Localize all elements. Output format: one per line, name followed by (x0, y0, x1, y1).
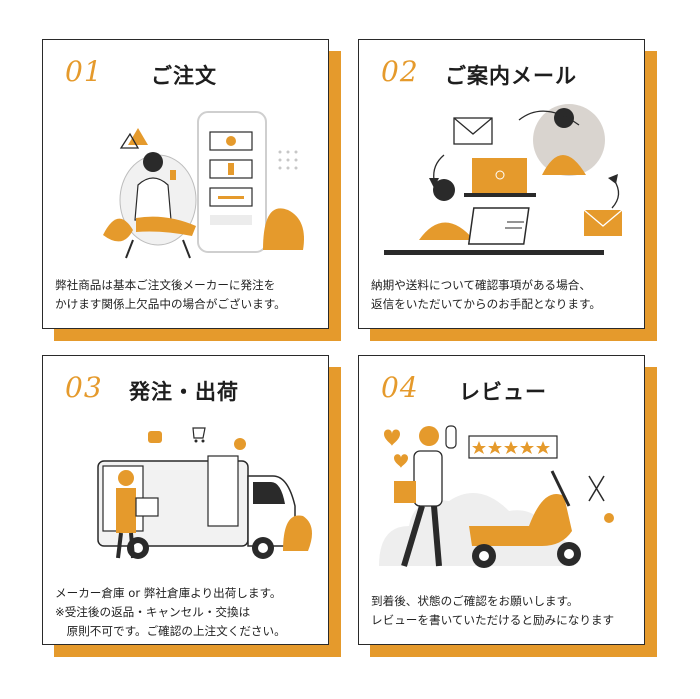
person-ordering-on-phone-icon (103, 111, 304, 259)
courier-scooter-review-icon (379, 425, 614, 568)
step-card-order: 01 ご注文 弊社商品は基本ご注文後メーカーに発注を かけます関係上 (42, 39, 329, 329)
delivery-van-icon (97, 427, 312, 559)
step-description: 納期や送料について確認事項がある場合、 返信をいただいてからのお手配となります。 (371, 278, 602, 311)
email-exchange-icon (384, 104, 623, 255)
step-description: 弊社商品は基本ご注文後メーカーに発注を かけます関係上欠品中の場合がございます。 (55, 278, 286, 311)
step-title: ご案内メール (445, 64, 577, 88)
step-number: 03 (65, 371, 103, 404)
step-description: メーカー倉庫 or 弊社倉庫より出荷します。 ※受注後の返品・キャンセル・交換は… (55, 586, 286, 638)
step-number: 01 (65, 55, 103, 88)
step-title: レビュー (459, 380, 547, 404)
step-title: ご注文 (151, 64, 217, 88)
step-card-review: 04 レビュー 到着後、状態のご確認をお願いします (358, 355, 645, 645)
step-description: 到着後、状態のご確認をお願いします。 レビューを書いていただけると励みになります (371, 594, 615, 627)
step-number: 04 (381, 371, 419, 404)
step-card-shipping: 03 発注・出荷 メーカー倉庫 or 弊社倉庫より出荷します。 ※受注後の返品・… (42, 355, 329, 645)
step-card-mail: 02 ご案内メール 納期や送料について確認事項がある場合、 返信をいただいてから… (358, 39, 645, 329)
step-title: 発注・出荷 (129, 380, 239, 404)
step-number: 02 (381, 55, 419, 88)
